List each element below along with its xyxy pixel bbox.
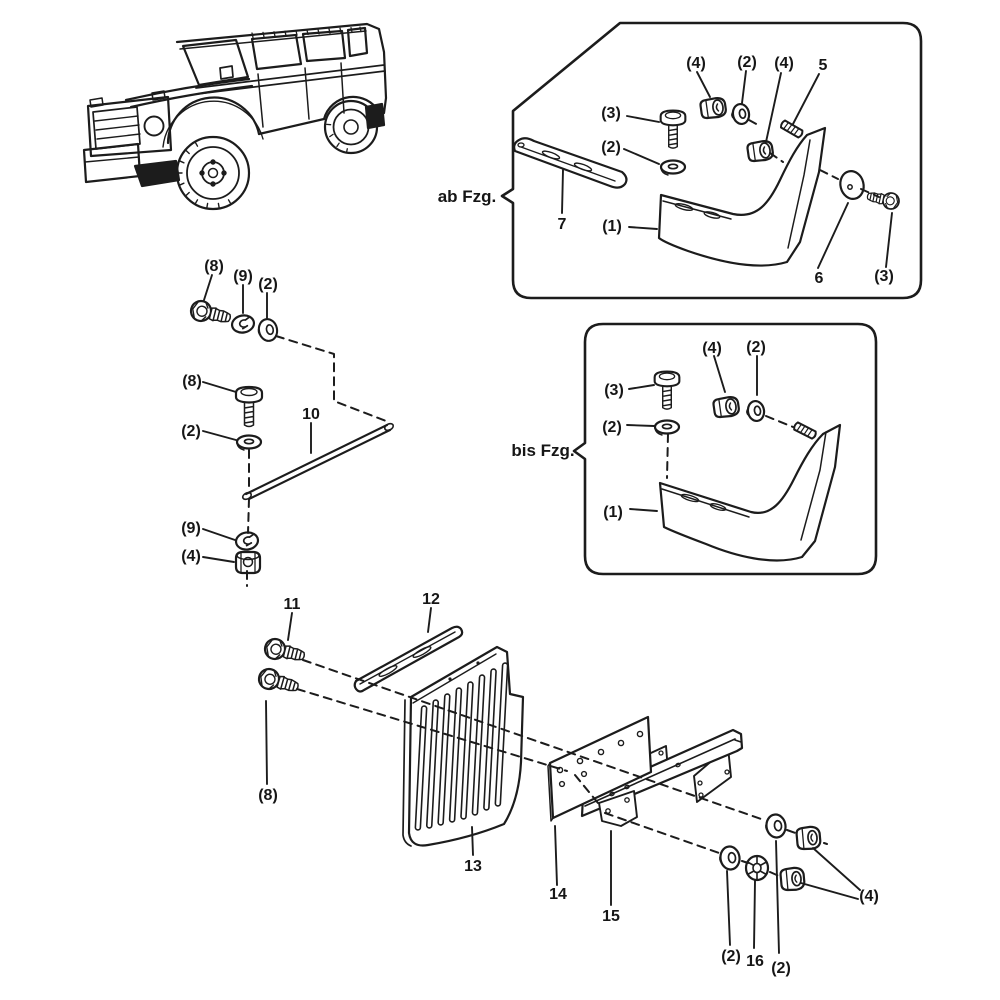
front-bumper (82, 142, 142, 184)
hex-bolt-icon (261, 635, 308, 668)
hex-bolt-icon (187, 297, 234, 330)
part-strip-12 (353, 625, 464, 693)
callout-box1-disc-washer-6: 6 (815, 270, 824, 287)
callout-box2-washer-under-bolt: (2) (602, 419, 622, 436)
washer-icon (653, 419, 681, 437)
washer-icon (659, 159, 687, 177)
front-wheel (175, 135, 251, 211)
section-label-bis-fzg: bis Fzg. (511, 441, 574, 460)
rear-wheel (323, 99, 379, 155)
hex-nut-icon (778, 865, 807, 893)
callout-left-spring-washer-upper: (9) (233, 268, 253, 285)
section-label-ab-fzg: ab Fzg. (438, 187, 497, 206)
callout-box2-locknut: (4) (702, 340, 722, 357)
locknut-icon (698, 95, 728, 121)
callout-left-washer-lower: (2) (181, 423, 201, 440)
ab-fzg-panel (500, 21, 923, 300)
part-hex-nut-4 (234, 550, 262, 575)
callout-box1-bolt-right: (3) (874, 268, 894, 285)
part-toothed-washer-16 (744, 854, 770, 882)
windshield (181, 38, 250, 87)
callout-box1-stud-5: 5 (819, 57, 828, 74)
callout-left-washer-upper: (2) (258, 276, 278, 293)
callout-box2-bolt: (3) (604, 382, 624, 399)
hex-bolt-icon (234, 385, 264, 428)
part-mud-flap-1-late (657, 126, 827, 267)
callout-bottom-nuts: (4) (859, 888, 879, 905)
grille (92, 106, 141, 150)
callout-left-bolt-upper: (8) (204, 258, 224, 275)
hex-bolt-icon (255, 665, 302, 698)
alignment-dashes (246, 119, 880, 877)
headlight (143, 115, 165, 137)
callout-box1-locknut-left: (4) (686, 55, 706, 72)
bis-fzg-panel (572, 322, 878, 576)
bracket-assembly (187, 297, 395, 575)
callout-bottom-bolt-8: (8) (258, 787, 278, 804)
vehicle-illustration (82, 22, 388, 211)
hex-nut-icon (794, 824, 823, 852)
leader-lines (202, 70, 893, 954)
callout-left-bolt-lower: (8) (182, 373, 202, 390)
callout-box1-strip-7: 7 (558, 216, 567, 233)
spacer-washer-icon (717, 844, 743, 872)
part-mud-flap-1-early (658, 423, 842, 562)
callout-bottom-strip-12: 12 (422, 591, 440, 608)
callout-left-rod-10: 10 (302, 406, 320, 423)
part-disc-washer-6 (839, 170, 865, 200)
part-strip-7 (513, 137, 628, 189)
locknut-icon (745, 138, 775, 164)
spacer-washer-icon (763, 812, 789, 840)
part-plate-14 (547, 715, 653, 822)
callout-bottom-flap-13: 13 (464, 858, 482, 875)
locknut-icon (711, 394, 741, 420)
callout-bottom-spacer-right: (2) (771, 960, 791, 977)
callout-box1-washer-under-bolt: (2) (601, 139, 621, 156)
callout-box1-locknut-right: (4) (774, 55, 794, 72)
callout-box2-mud-flap: (1) (603, 504, 623, 521)
callout-bottom-rail-15: 15 (602, 908, 620, 925)
callout-left-spring-washer-lower: (9) (181, 520, 201, 537)
flap-panel-assembly (255, 625, 823, 893)
side-mirror (219, 65, 234, 80)
callout-bottom-spacer-left: (2) (721, 948, 741, 965)
washer-icon (255, 316, 281, 344)
washer-icon (235, 434, 263, 452)
callout-left-nut: (4) (181, 548, 201, 565)
callout-box2-washer-right: (2) (746, 339, 766, 356)
spring-washer-icon (233, 529, 261, 553)
callout-bottom-toothed-washer-16: 16 (746, 953, 764, 970)
callout-bottom-bolt-11: 11 (284, 596, 301, 613)
part-rod-10 (241, 422, 395, 501)
callout-box1-bolt-top: (3) (601, 105, 621, 122)
callout-box1-washer-mid: (2) (737, 54, 757, 71)
front-mud-flap-highlight (133, 159, 181, 188)
spring-washer-icon (229, 312, 257, 336)
callout-bottom-plate-14: 14 (549, 886, 567, 903)
callout-box1-mud-flap: (1) (602, 218, 622, 235)
part-slatted-flap-13 (402, 645, 525, 847)
